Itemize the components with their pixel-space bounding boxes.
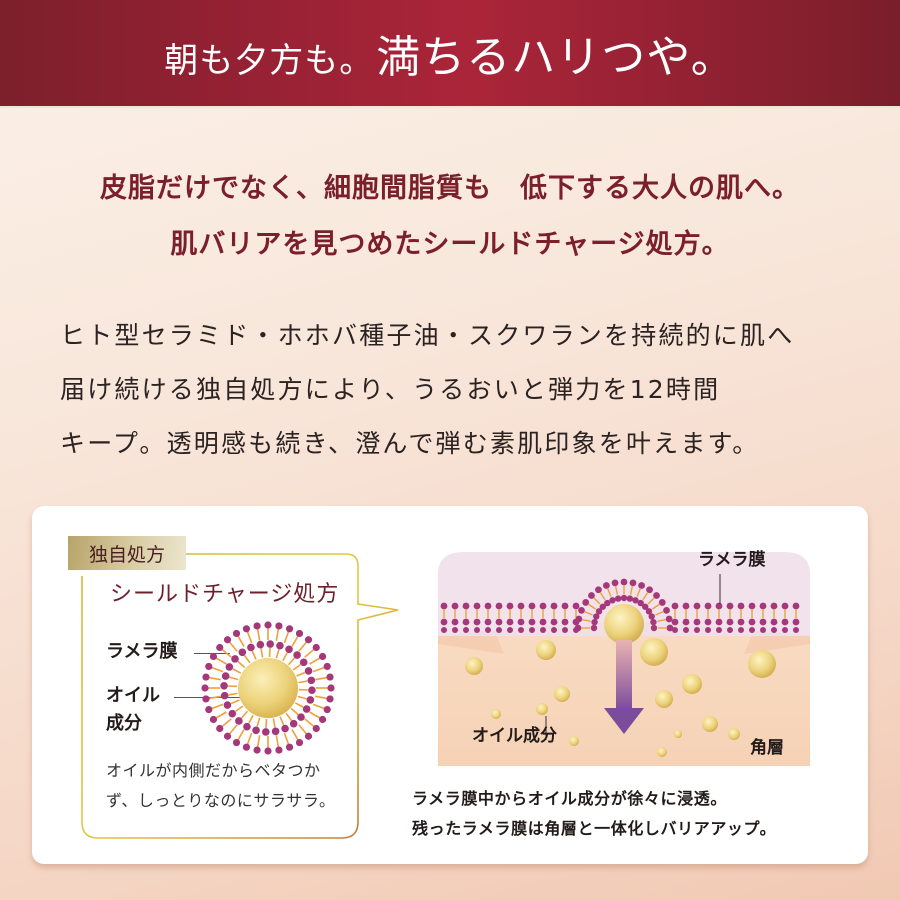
badge-original-formula: 独自処方 (68, 536, 186, 570)
body-line-1: ヒト型セラミド・ホホバ種子油・スクワランを持続的に肌へ (60, 321, 795, 350)
micelle-illustration (201, 621, 335, 755)
bubble-title: シールドチャージ処方 (110, 582, 340, 607)
bubble-caption-line1: オイルが内側だからベタつか (106, 761, 321, 780)
skin-label-stratum: 角層 (750, 738, 784, 758)
micelle-label-lamella: ラメラ膜 (106, 641, 178, 662)
body-line-3: キープ。透明感も続き、澄んで弾む素肌印象を叶えます。 (60, 429, 760, 458)
header-banner: 朝も夕方も。 満ちるハリつや。 (0, 0, 900, 108)
micelle-label-oil: オイル 成分 (106, 682, 160, 738)
skin-caption: ラメラ膜中からオイル成分が徐々に浸透。 残ったラメラ膜は角層と一体化しバリアアッ… (412, 784, 776, 844)
skin-label-oil: オイル成分 (472, 726, 557, 746)
body-line-2: 届け続ける独自処方により、うるおいと弾力を12時間 (60, 375, 721, 404)
leader-line-oil (174, 697, 286, 698)
skin-label-lamella: ラメラ膜 (698, 550, 766, 570)
bubble-caption: オイルが内側だからベタつか ず、しっとりなのにサラサラ。 (106, 756, 336, 816)
lead-line-2: 肌バリアを見つめたシールドチャージ処方。 (170, 229, 730, 260)
skin-layer-diagram (438, 552, 810, 766)
skin-caption-line1: ラメラ膜中からオイル成分が徐々に浸透。 (412, 789, 727, 808)
bubble-caption-line2: ず、しっとりなのにサラサラ。 (106, 791, 336, 810)
skin-caption-line2: 残ったラメラ膜は角層と一体化しバリアアップ。 (412, 819, 777, 838)
micelle-label-oil-line2: 成分 (106, 713, 142, 734)
formula-card: 独自処方 シールドチャージ処方 ラメラ膜 オイル 成分 オイルが内側だからベタつ… (32, 506, 868, 864)
headline-small: 朝も夕方も。 (164, 41, 375, 81)
headline-large: 満ちるハリつや。 (376, 32, 736, 83)
headline: 朝も夕方も。 満ちるハリつや。 (164, 21, 736, 85)
micelle-label-oil-line1: オイル (106, 685, 160, 706)
lead-line-1: 皮脂だけでなく、細胞間脂質も 低下する大人の肌へ。 (100, 173, 800, 204)
speech-bubble-outline (81, 553, 399, 839)
